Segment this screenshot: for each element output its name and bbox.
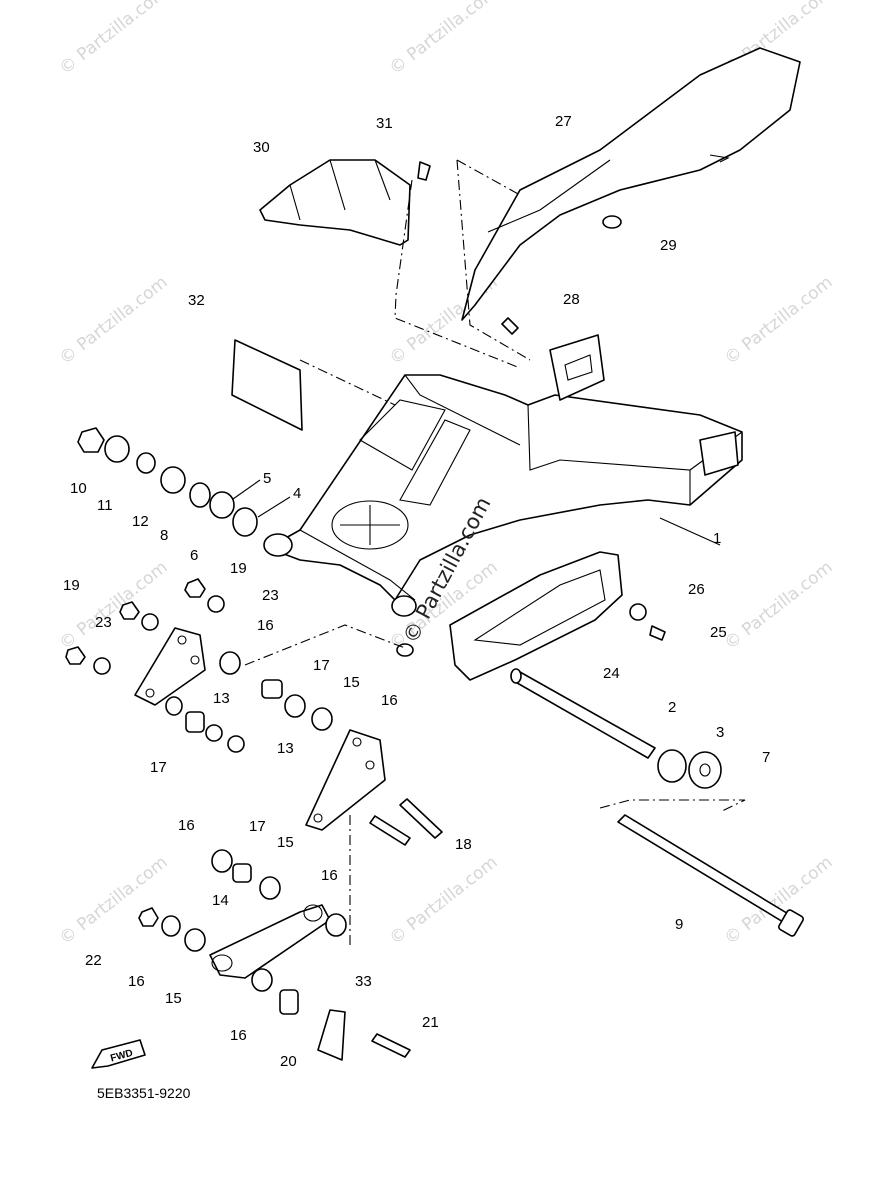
diagram-code: 5EB3351-9220 [97, 1085, 191, 1101]
callout-27: 27 [555, 113, 572, 130]
callout-16: 16 [257, 617, 274, 634]
callout-24: 24 [603, 665, 620, 682]
callout-13: 13 [277, 740, 294, 757]
assembly-lines [232, 159, 721, 945]
callout-17: 17 [249, 818, 266, 835]
axle-and-bolts [510, 668, 804, 937]
callout-4: 4 [293, 485, 301, 502]
callout-16: 16 [178, 817, 195, 834]
callout-28: 28 [563, 291, 580, 308]
callout-17: 17 [313, 657, 330, 674]
watermark-text: © Partzilla.com [56, 272, 172, 369]
watermark-text: © Partzilla.com [386, 852, 502, 949]
watermark-text: © Partzilla.com [721, 272, 837, 369]
watermark-text: © Partzilla.com [386, 0, 502, 79]
link-and-relay-arms [134, 627, 386, 1061]
callout-23: 23 [95, 614, 112, 631]
small-hardware [65, 161, 666, 1058]
callout-19: 19 [230, 560, 247, 577]
callout-22: 22 [85, 952, 102, 969]
callout-layer: 1234567891011121313141515151616161616161… [63, 113, 770, 1070]
watermark-text: © Partzilla.com [56, 557, 172, 654]
callout-25: 25 [710, 624, 727, 641]
callout-20: 20 [280, 1053, 297, 1070]
callout-16: 16 [321, 867, 338, 884]
watermark-text: © Partzilla.com [56, 0, 172, 79]
watermark-text: © Partzilla.com [56, 852, 172, 949]
callout-8: 8 [160, 527, 168, 544]
plate-32 [231, 339, 303, 431]
callout-9: 9 [675, 916, 683, 933]
callout-12: 12 [132, 513, 149, 530]
callout-15: 15 [343, 674, 360, 691]
callout-14: 14 [212, 892, 229, 909]
callout-2: 2 [668, 699, 676, 716]
callout-19: 19 [63, 577, 80, 594]
callout-29: 29 [660, 237, 677, 254]
callout-17: 17 [150, 759, 167, 776]
callout-21: 21 [422, 1014, 439, 1031]
callout-16: 16 [128, 973, 145, 990]
callout-18: 18 [455, 836, 472, 853]
callout-15: 15 [277, 834, 294, 851]
callout-1: 1 [713, 530, 721, 547]
mud-flap [259, 159, 411, 246]
callout-31: 31 [376, 115, 393, 132]
callout-23: 23 [262, 587, 279, 604]
callout-5: 5 [263, 470, 271, 487]
swingarm [263, 334, 743, 657]
callout-32: 32 [188, 292, 205, 309]
callout-3: 3 [716, 724, 724, 741]
callout-13: 13 [213, 690, 230, 707]
fwd-arrow-icon: FWD [91, 1039, 146, 1069]
callout-6: 6 [190, 547, 198, 564]
chain-guard [461, 47, 801, 321]
callout-16: 16 [230, 1027, 247, 1044]
chain-slider [449, 551, 623, 681]
watermark-text: © Partzilla.com [721, 852, 837, 949]
watermark-text: © Partzilla.com [721, 557, 837, 654]
callout-26: 26 [688, 581, 705, 598]
callout-15: 15 [165, 990, 182, 1007]
callout-10: 10 [70, 480, 87, 497]
callout-30: 30 [253, 139, 270, 156]
callout-11: 11 [97, 497, 113, 514]
callout-16: 16 [381, 692, 398, 709]
callout-33: 33 [355, 973, 372, 990]
callout-7: 7 [762, 749, 770, 766]
